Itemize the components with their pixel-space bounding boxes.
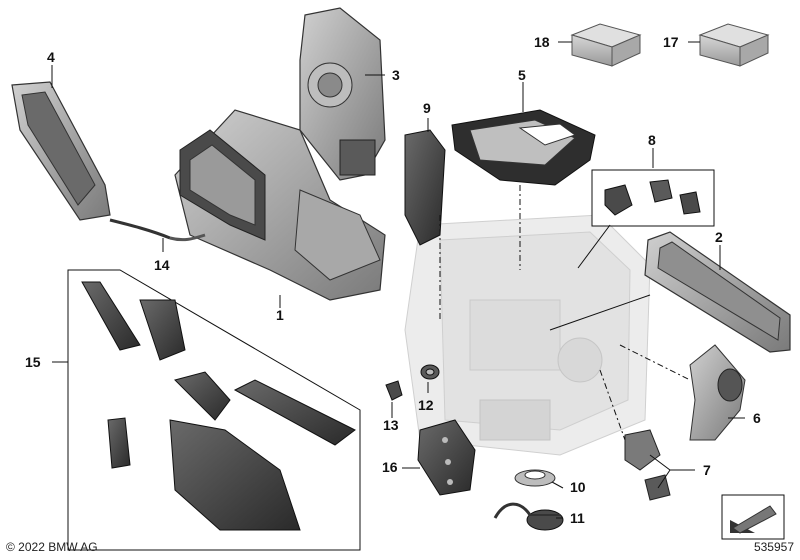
part-1-heater-housing (174, 109, 386, 301)
callout-8: 8 (648, 132, 656, 148)
part-2-filter (644, 231, 791, 353)
callout-6: 6 (753, 410, 761, 426)
callout-15: 15 (25, 354, 41, 370)
part-16-plate (417, 419, 476, 496)
part-12-grommet (420, 364, 440, 380)
callout-17: 17 (663, 34, 679, 50)
part-7-actuators (624, 429, 671, 501)
arrow-icon-box (721, 494, 785, 540)
part-4-filter-housing (11, 81, 111, 221)
part-6-duct (689, 344, 746, 441)
part-13-clip (385, 380, 403, 401)
copyright-text: © 2022 BMW AG (6, 540, 98, 554)
callout-9: 9 (423, 100, 431, 116)
callout-2: 2 (715, 229, 723, 245)
leader-lines (51, 41, 745, 519)
callout-16: 16 (382, 459, 398, 475)
callout-13: 13 (383, 417, 399, 433)
callout-12: 12 (418, 397, 434, 413)
part-8-actuator-set (591, 169, 715, 227)
part-14-hose (109, 218, 206, 242)
part-18-box (570, 23, 642, 67)
callout-labels: 1 2 3 4 5 6 7 8 9 10 11 12 13 14 15 16 1… (25, 34, 761, 526)
callout-7: 7 (703, 462, 711, 478)
part-15-insulation-set (67, 269, 361, 551)
callout-5: 5 (518, 67, 526, 83)
part-10-ring (514, 469, 556, 487)
callout-10: 10 (570, 479, 586, 495)
callout-4: 4 (47, 49, 55, 65)
callout-18: 18 (534, 34, 550, 50)
hvac-assembly-ghost (404, 214, 651, 456)
callout-11: 11 (570, 510, 585, 526)
callout-3: 3 (392, 67, 400, 83)
part-11-sensor (493, 502, 564, 531)
callout-14: 14 (154, 257, 170, 273)
callout-1: 1 (276, 307, 284, 323)
document-number: 535957 (753, 540, 794, 554)
part-5-frame (451, 109, 596, 186)
part-9-seal (404, 129, 446, 246)
part-17-box (698, 23, 770, 67)
part-3-blower-housing (299, 7, 386, 181)
